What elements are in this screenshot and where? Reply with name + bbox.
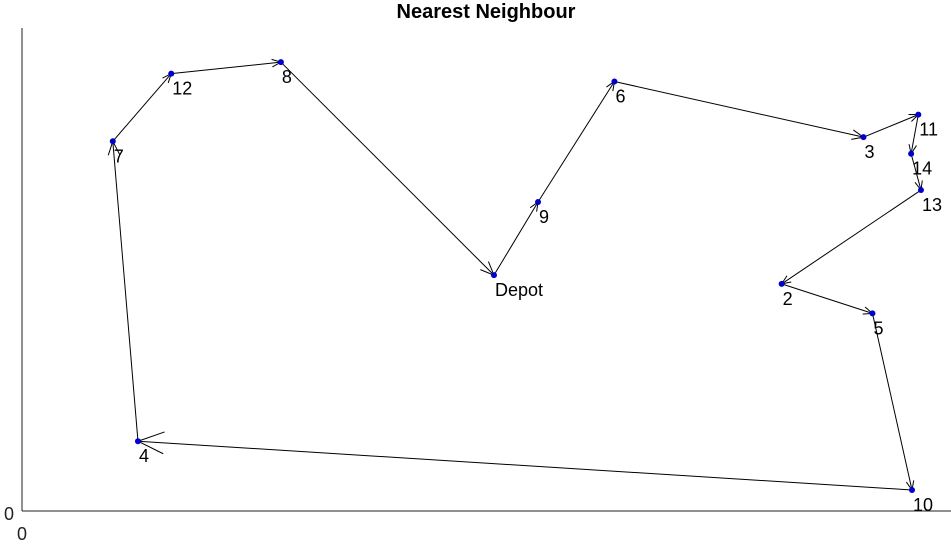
route-edge bbox=[537, 81, 615, 203]
route-point bbox=[860, 134, 867, 141]
point-label: 14 bbox=[912, 159, 932, 179]
route-point bbox=[168, 70, 175, 77]
route-edges bbox=[107, 58, 923, 492]
point-label: 7 bbox=[114, 146, 124, 166]
route-edge bbox=[137, 440, 913, 491]
point-label: 13 bbox=[922, 195, 942, 215]
route-edge bbox=[871, 313, 913, 491]
point-label: Depot bbox=[495, 280, 543, 300]
route-point bbox=[909, 486, 916, 493]
x-tick-label: 0 bbox=[17, 524, 27, 544]
route-point bbox=[611, 78, 618, 85]
route-point bbox=[915, 111, 922, 118]
route-points bbox=[109, 59, 924, 493]
chart-title: Nearest Neighbour bbox=[397, 1, 576, 23]
point-label: 9 bbox=[539, 207, 549, 227]
route-edge bbox=[781, 283, 873, 314]
point-label: 5 bbox=[873, 318, 883, 338]
route-point bbox=[778, 280, 785, 287]
route-edge bbox=[910, 114, 919, 154]
route-point bbox=[869, 310, 876, 317]
y-tick-label: 0 bbox=[4, 504, 14, 524]
route-point bbox=[277, 59, 284, 66]
route-edge bbox=[910, 153, 922, 191]
route-edge bbox=[280, 61, 495, 276]
route-edge bbox=[171, 61, 281, 75]
route-point bbox=[908, 150, 915, 157]
point-label: 4 bbox=[139, 446, 149, 466]
route-edge bbox=[863, 114, 919, 138]
point-label: 11 bbox=[919, 120, 938, 140]
point-label: 2 bbox=[783, 289, 793, 309]
point-labels: Depot 2 3 4 5 6 7 8 9 10 11 12 13 14 bbox=[114, 67, 942, 515]
route-edge bbox=[493, 201, 539, 276]
route-point bbox=[918, 187, 924, 194]
route-edge bbox=[112, 141, 139, 442]
point-label: 3 bbox=[864, 142, 874, 162]
route-edge bbox=[781, 189, 922, 285]
point-label: 12 bbox=[172, 79, 192, 99]
route-edge bbox=[112, 73, 172, 142]
route-point bbox=[535, 199, 542, 206]
route-point bbox=[490, 272, 497, 279]
route-point bbox=[109, 138, 116, 145]
point-label: 10 bbox=[913, 495, 933, 515]
point-label: 6 bbox=[615, 87, 625, 107]
route-edge bbox=[614, 81, 864, 138]
point-label: 8 bbox=[282, 67, 292, 87]
route-point bbox=[134, 438, 141, 445]
